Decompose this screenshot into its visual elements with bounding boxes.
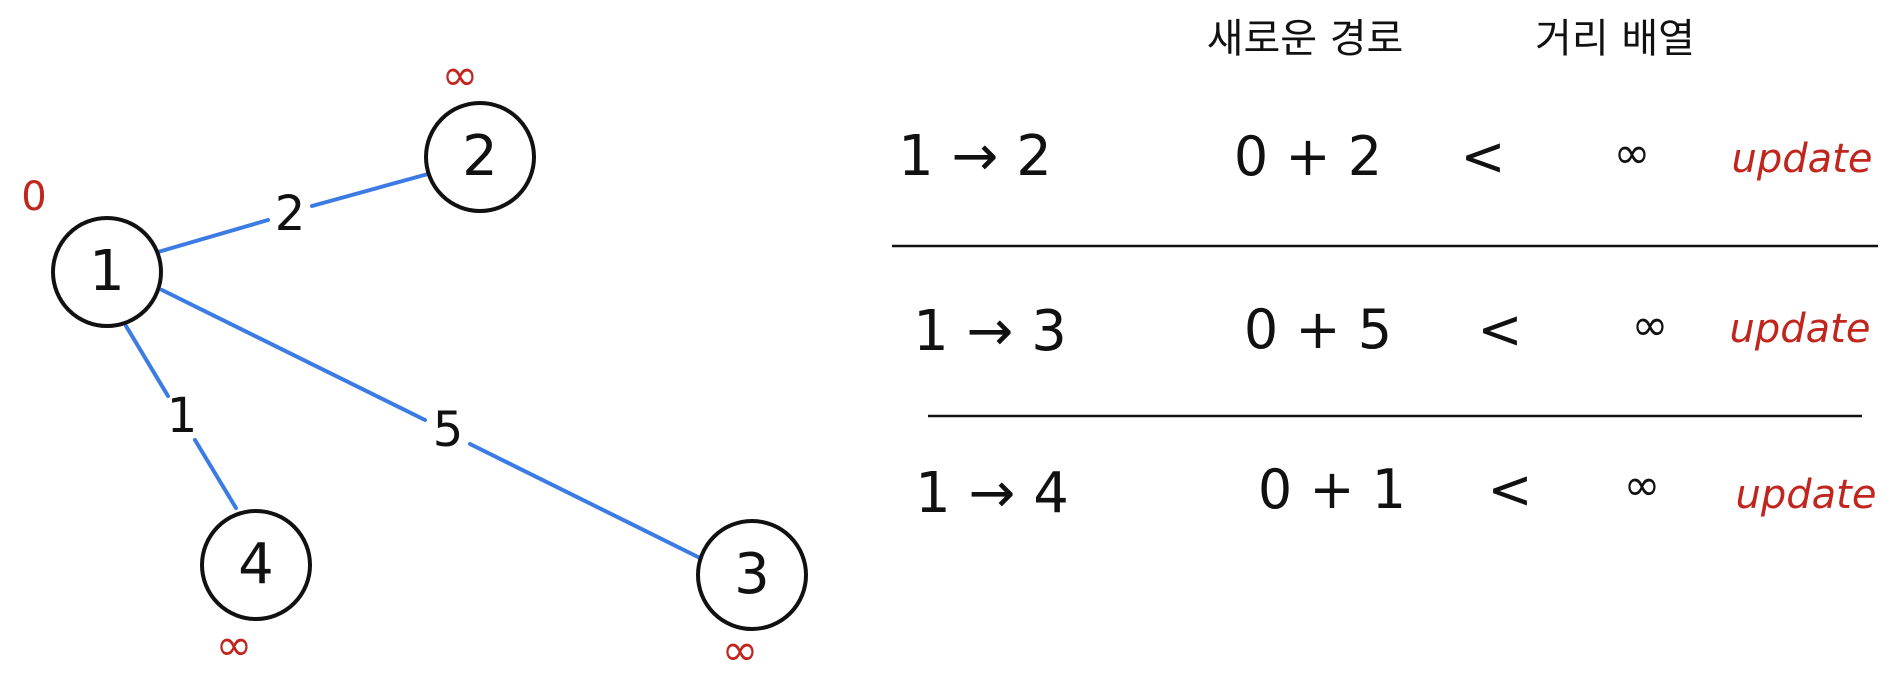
node-1-label: 1 [89, 239, 125, 304]
table-row: 1 → 2 0 + 2 < ∞ update [898, 124, 1872, 189]
edge-1-4-segment-b [193, 438, 238, 510]
row-1-new-cost: 0 + 2 [1234, 125, 1382, 188]
row-1-compare: < [1460, 125, 1505, 188]
node-1-circle [51, 216, 163, 328]
row-2-path: 1 → 3 [913, 299, 1067, 364]
node-2: 2 [424, 101, 536, 213]
edge-1-3-segment-a [160, 288, 427, 422]
node-3-circle [696, 519, 808, 631]
table-row: 1 → 3 0 + 5 < ∞ update [913, 298, 1870, 364]
row-3-current: ∞ [1624, 460, 1661, 511]
edge-1-2-segment-a [156, 218, 270, 254]
table-header: 새로운 경로 거리 배열 [1207, 16, 1695, 62]
node-2-circle [424, 101, 536, 213]
node-2-distance: ∞ [442, 50, 479, 101]
edge-weights: 2 5 1 [167, 186, 464, 458]
edge-1-2-segment-b [310, 172, 430, 208]
header-distance-array: 거리 배열 [1535, 16, 1695, 62]
row-2-compare: < [1477, 298, 1522, 361]
node-4-circle [200, 509, 312, 621]
node-4: 4 [200, 509, 312, 621]
graph-edges [124, 172, 702, 560]
row-2-action: update [1730, 306, 1871, 352]
table-row: 1 → 4 0 + 1 < ∞ update [915, 458, 1876, 526]
row-3-compare: < [1487, 458, 1532, 521]
row-3-path: 1 → 4 [915, 461, 1069, 526]
row-2-new-cost: 0 + 5 [1244, 298, 1392, 361]
node-3-label: 3 [734, 542, 770, 607]
row-3-new-cost: 0 + 1 [1258, 458, 1406, 521]
row-3-action: update [1736, 472, 1877, 518]
row-1-path: 1 → 2 [898, 124, 1052, 189]
node-4-label: 4 [238, 532, 274, 597]
node-1: 1 [51, 216, 163, 328]
node-2-label: 2 [462, 124, 498, 189]
edge-weight-1-2: 2 [275, 186, 306, 242]
row-2-current: ∞ [1632, 300, 1669, 351]
row-1-action: update [1732, 136, 1873, 182]
node-3: 3 [696, 519, 808, 631]
edge-weight-1-4: 1 [167, 388, 198, 444]
edge-1-4-segment-a [124, 324, 170, 398]
edge-weight-1-3: 5 [433, 402, 464, 458]
header-new-path: 새로운 경로 [1207, 16, 1404, 62]
edge-1-3-segment-b [468, 442, 702, 560]
graph-nodes: 1 2 3 4 [51, 101, 808, 631]
node-3-distance: ∞ [722, 625, 759, 676]
row-1-current: ∞ [1614, 128, 1651, 179]
node-distances: 0 ∞ ∞ ∞ [21, 50, 758, 676]
node-4-distance: ∞ [216, 620, 253, 671]
node-1-distance: 0 [21, 174, 46, 220]
